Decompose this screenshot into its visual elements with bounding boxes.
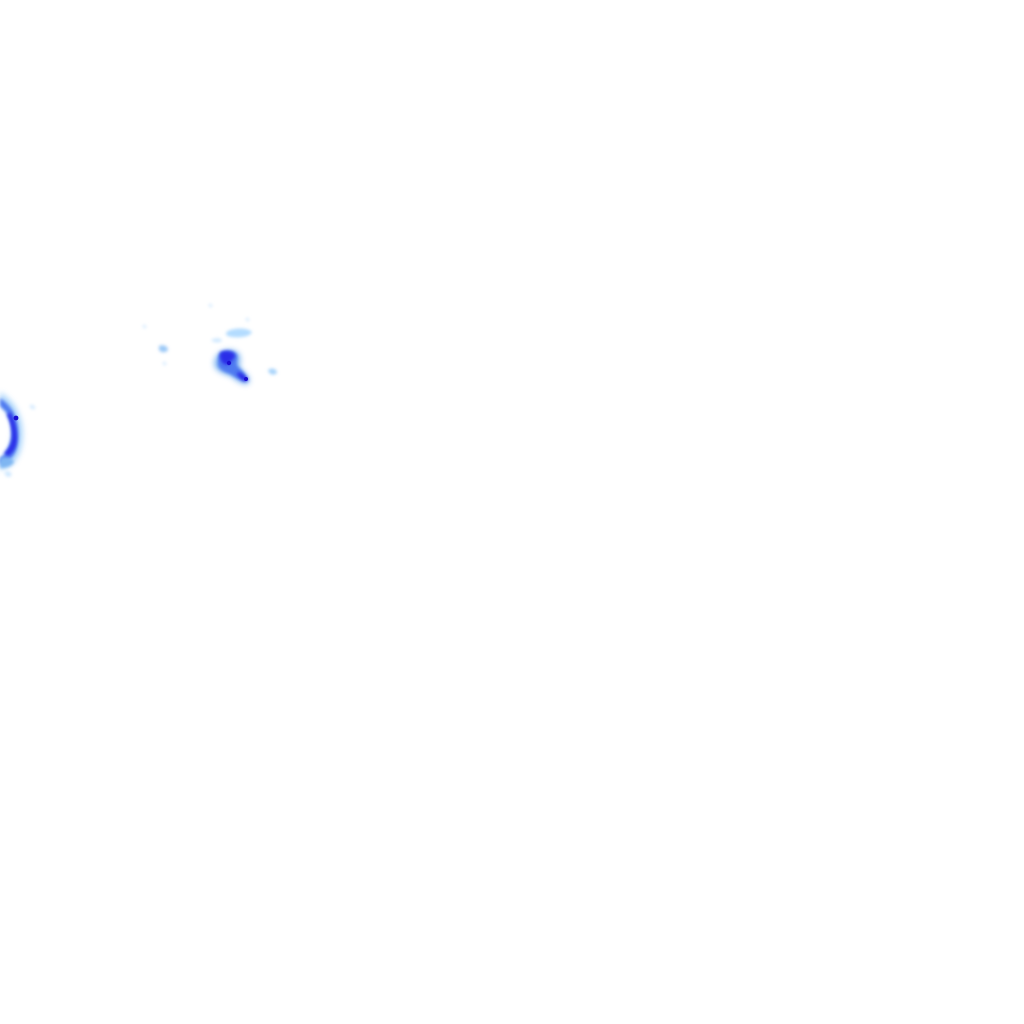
arc-heavy (4, 412, 17, 456)
light-blob-w-2 (142, 324, 147, 329)
light-blob-edge-1 (29, 404, 36, 410)
precip-scattered-light (4, 303, 277, 477)
light-blob-w-1 (159, 345, 168, 353)
arc-light-fringe (0, 392, 23, 470)
cell-central-heavy (219, 351, 235, 365)
light-blob-edge-2 (4, 471, 12, 477)
cell-central-core-2 (244, 377, 248, 381)
light-blob-e-2 (245, 317, 250, 322)
precip-cell-north-central (214, 349, 250, 385)
light-blob-ne-1 (225, 328, 252, 338)
light-blob-e-1 (268, 368, 277, 375)
light-blob-top-1 (208, 303, 213, 308)
cell-central-core-1 (226, 360, 232, 366)
arc-core (13, 415, 19, 421)
arc-lower-lobe (0, 457, 14, 468)
precip-cell-west-edge-arc (0, 392, 23, 470)
light-blob-w-3 (162, 361, 167, 366)
light-blob-ne-2 (211, 338, 222, 343)
